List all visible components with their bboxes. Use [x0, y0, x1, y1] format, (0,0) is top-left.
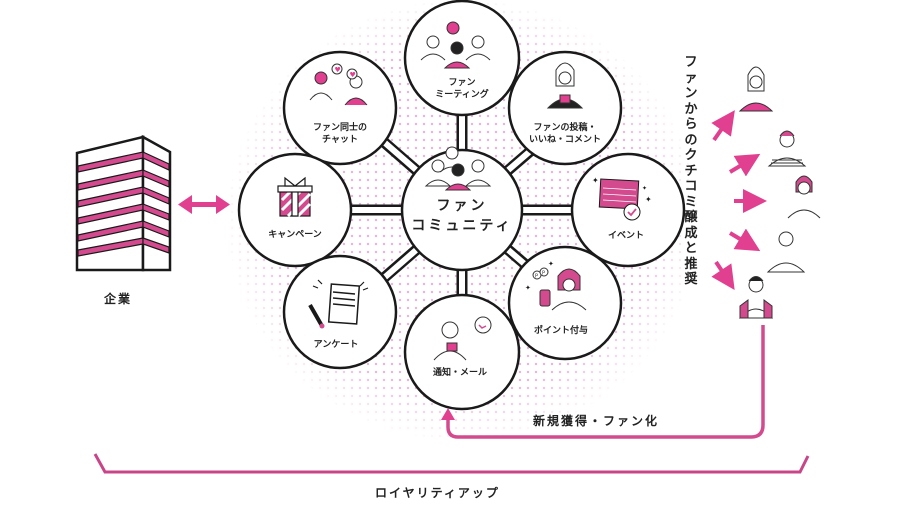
- company-label: 企業: [104, 292, 133, 306]
- node-fan-meeting[interactable]: ファン ミーティング: [435, 77, 488, 101]
- man-vest-icon: [738, 276, 774, 319]
- woman-short-hair-icon: [787, 175, 821, 219]
- acquisition-label: 新規獲得・ファン化: [533, 414, 660, 428]
- svg-text:P: P: [535, 274, 538, 280]
- gift-box-icon: [277, 176, 313, 218]
- node-campaign[interactable]: キャンペーン: [268, 229, 322, 241]
- center-label: ファン コミュニティ: [411, 196, 512, 236]
- node-survey[interactable]: アンケート: [314, 339, 359, 351]
- node-label-line1: アンケート: [313, 340, 359, 350]
- center-label-line2: コミュニティ: [411, 218, 513, 234]
- svg-text:✦: ✦: [525, 284, 531, 292]
- node-label-line1: ポイント付与: [533, 326, 589, 336]
- woman-long-hair-icon: [738, 66, 774, 112]
- word-of-mouth-label: ファンからのクチコミ醸成と推奨: [684, 55, 698, 287]
- svg-text:♥: ♥: [335, 66, 341, 74]
- man-glasses-striped-icon: [767, 130, 807, 167]
- node-label-line1: 通知・メール: [432, 368, 488, 378]
- woman-blouse-icon: [766, 231, 806, 273]
- bidirectional-arrow-icon: [178, 195, 230, 214]
- svg-text:P: P: [542, 271, 545, 277]
- group-of-people-icon: [424, 146, 492, 191]
- building-icon: [75, 134, 172, 272]
- notification-bubble-icon: [433, 316, 492, 361]
- svg-text:✦: ✦: [548, 260, 554, 268]
- center-label-line1: ファン: [436, 198, 488, 214]
- node-label-line1: キャンペーン: [268, 230, 322, 240]
- chat-hearts-icon: ♥ ♥: [309, 63, 368, 106]
- node-label-line2: チャット: [322, 135, 358, 145]
- node-notification[interactable]: 通知・メール: [433, 367, 487, 379]
- svg-text:✦: ✦: [645, 195, 652, 204]
- node-label-line1: ファン: [448, 78, 476, 88]
- node-fan-chat[interactable]: ファン同士の チャット: [313, 122, 367, 146]
- node-points[interactable]: ポイント付与: [534, 325, 588, 337]
- person-with-phone-icon: [546, 62, 584, 109]
- svg-text:♥: ♥: [350, 71, 356, 79]
- people-meeting-icon: [420, 21, 491, 69]
- calendar-check-icon: ✦ ✦ ✦: [592, 176, 652, 221]
- node-label-line1: ファン同士の: [312, 123, 368, 133]
- node-label-line2: ミーティング: [435, 90, 489, 100]
- node-event[interactable]: イベント: [608, 230, 644, 242]
- loyalty-label: ロイヤリティアップ: [375, 486, 500, 500]
- svg-text:✦: ✦: [592, 176, 599, 185]
- node-label-line1: ファンの投稿・: [533, 123, 597, 133]
- points-coin-icon: P P ✦ ✦: [525, 260, 587, 311]
- clipboard-pen-icon: [308, 279, 369, 329]
- node-label-line1: イベント: [607, 231, 645, 241]
- node-label-line2: いいね・コメント: [528, 135, 602, 145]
- node-fan-posts[interactable]: ファンの投稿・ いいね・コメント: [529, 122, 601, 146]
- svg-text:✦: ✦: [642, 185, 647, 192]
- word-of-mouth-people: [738, 66, 821, 319]
